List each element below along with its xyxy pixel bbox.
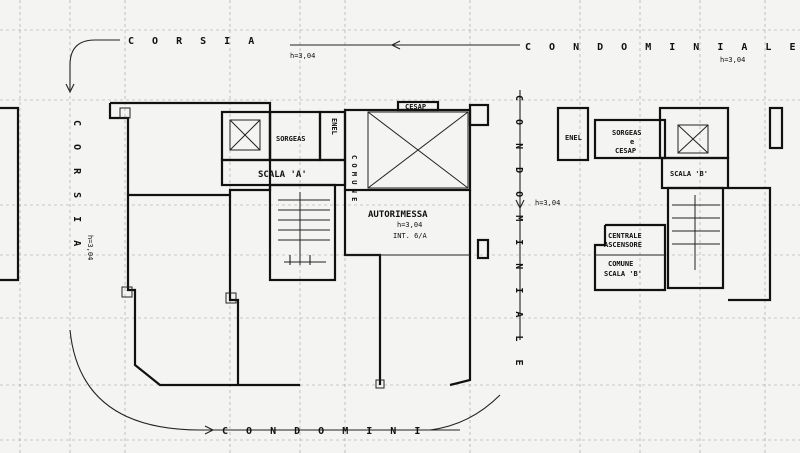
label-centrale-2: ASCENSORE [604, 241, 642, 249]
label-sorgeas-a: SORGEAS [276, 135, 306, 143]
label-sorgeas-b-3: CESAP [615, 147, 636, 155]
label-comune-center: C O M U N E [350, 155, 358, 201]
label-enel-b: ENEL [565, 134, 582, 142]
condominiale-arrow-bottom-right [429, 394, 501, 431]
label-condomini-bottom: C O N D O M I N I [222, 426, 426, 437]
arrow-head [204, 425, 215, 435]
corridor-arrow-bottom [69, 329, 460, 431]
scala-b-stair [666, 186, 725, 290]
dim-top-right: h=3,04 [720, 56, 745, 64]
corridor-arrow-top-left [69, 39, 120, 90]
label-autorimessa-int: INT. 6/A [393, 232, 428, 240]
stair-b-block [556, 106, 784, 302]
arrow-head [515, 199, 525, 210]
sorgeas-cesap-room-b [593, 118, 667, 160]
label-condominiale-top: C O N D O M I N I A L E [525, 42, 800, 53]
label-corsia-left: C O R S I A [71, 120, 82, 252]
label-enel-a: ENEL [330, 118, 338, 135]
arrow-head [390, 40, 401, 50]
label-sorgeas-b-2: e [630, 138, 634, 146]
label-scala-b: SCALA 'B' [670, 170, 708, 178]
autorimessa-block [343, 100, 490, 389]
label-corsia-top: C O R S I A [128, 36, 260, 47]
corridor-arrows [65, 39, 525, 435]
label-centrale-1: CENTRALE [608, 232, 642, 240]
label-autorimessa-h: h=3,04 [397, 221, 422, 229]
label-scala-a: SCALA 'A' [258, 170, 307, 180]
label-comune-b-2: SCALA 'B' [604, 270, 642, 278]
label-cesap-top: CESAP [405, 103, 426, 111]
arrow-head [65, 83, 75, 94]
centrale-ascensore-room [593, 223, 667, 292]
label-autorimessa: AUTORIMESSA [368, 210, 428, 220]
cesap-room-top [396, 100, 440, 112]
dim-left: h=3,04 [86, 235, 94, 260]
dim-right-mid: h=3,04 [535, 199, 560, 207]
scala-a-stair [268, 183, 337, 282]
dim-top-left: h=3,04 [290, 52, 315, 60]
label-comune-b-1: COMUNE [608, 260, 633, 268]
label-condominiale-right: C O N D O M I N I A L E [513, 95, 524, 371]
label-sorgeas-b-1: SORGEAS [612, 129, 642, 137]
